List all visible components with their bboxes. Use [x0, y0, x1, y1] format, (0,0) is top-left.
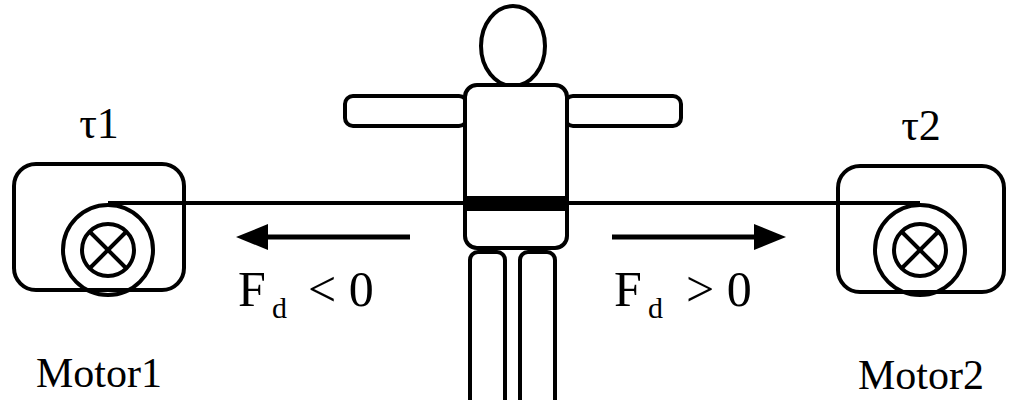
leg [470, 252, 505, 400]
pulley-hub [82, 224, 134, 276]
torque-label: τ2 [901, 104, 941, 148]
torso [465, 85, 567, 248]
axis-cross [902, 232, 938, 268]
pulley [875, 205, 965, 295]
force-symbol: F [238, 264, 266, 314]
axis-cross [90, 232, 126, 268]
force-symbol: F [614, 264, 642, 314]
motor-housing: τ2Motor2 [836, 164, 1006, 294]
wire [838, 201, 920, 205]
head [481, 6, 545, 86]
arm [565, 96, 681, 126]
subscript: d [272, 293, 287, 323]
arrow-head [754, 224, 786, 250]
axis-cross [902, 232, 938, 268]
arm [345, 96, 467, 126]
motor-label: Motor1 [36, 352, 162, 394]
pulley [63, 205, 153, 295]
force-condition: > 0 [686, 264, 752, 314]
arrow-head [236, 224, 268, 250]
force-arrow [262, 235, 410, 240]
force-arrow [612, 235, 758, 240]
motor-housing: τ1Motor1 [12, 162, 186, 292]
belt [465, 196, 567, 211]
pulley-hub [894, 224, 946, 276]
axis-cross [90, 232, 126, 268]
motor-label: Motor2 [858, 354, 984, 396]
torque-label: τ1 [79, 102, 119, 146]
subscript: d [648, 293, 663, 323]
wire [108, 201, 186, 205]
force-condition: < 0 [308, 264, 374, 314]
leg [520, 252, 555, 400]
